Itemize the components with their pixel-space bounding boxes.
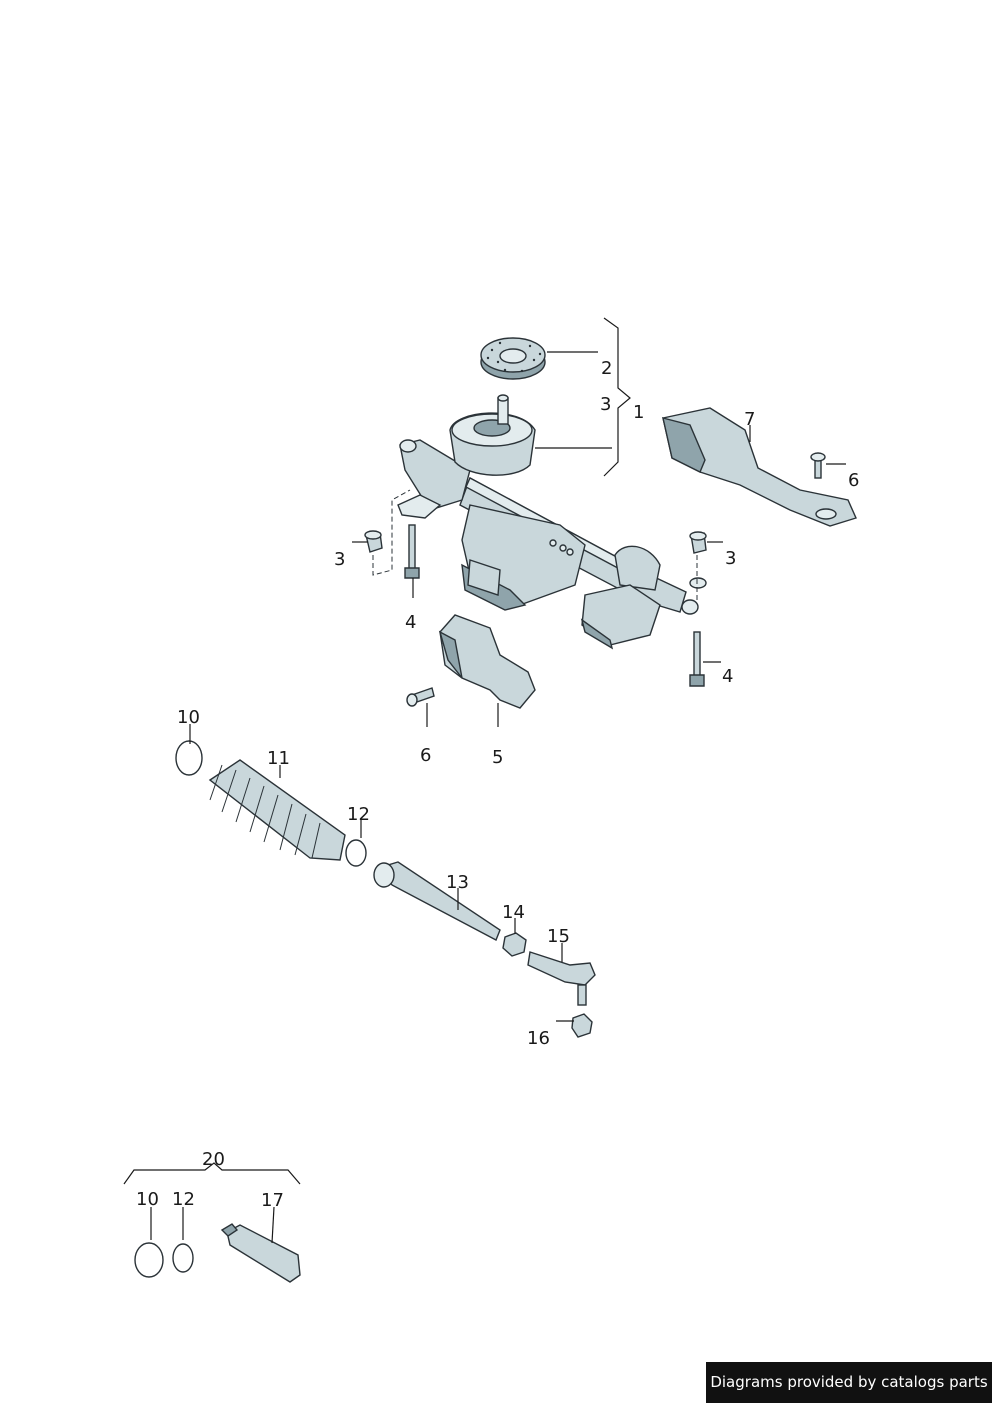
- callout-10: 10: [177, 707, 200, 728]
- callout-6-right: 6: [848, 470, 859, 491]
- diagram-credit-banner: Diagrams provided by catalogs parts: [706, 1362, 992, 1403]
- tie-rod-end: [527, 951, 596, 986]
- kit-clamp-large: [134, 1242, 164, 1278]
- callout-15: 15: [547, 926, 570, 947]
- clamp-large: [175, 740, 203, 776]
- callout-1: 1: [633, 402, 644, 423]
- callout-11: 11: [267, 748, 290, 769]
- callout-2: 2: [601, 358, 612, 379]
- callout-10-kit: 10: [136, 1189, 159, 1210]
- heat-shield-lower: [438, 614, 536, 709]
- callout-6-left: 6: [420, 745, 431, 766]
- callout-13: 13: [446, 872, 469, 893]
- repair-kit-group: [123, 1162, 301, 1283]
- lock-nut: [502, 932, 527, 957]
- callout-20: 20: [202, 1149, 225, 1170]
- heat-shield-right: [662, 407, 857, 527]
- tie-rod-group: [175, 740, 596, 1038]
- kit-clamp-small: [172, 1243, 194, 1273]
- callout-4-right: 4: [722, 666, 733, 687]
- clamp-small: [345, 839, 367, 867]
- callout-12: 12: [347, 804, 370, 825]
- leader-lines: [150, 317, 846, 1244]
- callout-4-left: 4: [405, 612, 416, 633]
- callout-3-left: 3: [334, 549, 345, 570]
- steering-boot: [208, 759, 346, 861]
- callout-7: 7: [744, 409, 755, 430]
- callouts: 2 3 1 7 6 3 3 4 4 6 5 10 11 12 13 14 15 …: [136, 358, 859, 1211]
- inner-tie-rod: [376, 861, 501, 941]
- callout-5: 5: [492, 747, 503, 768]
- callout-12-kit: 12: [172, 1189, 195, 1210]
- rubber-grommet: [480, 337, 546, 380]
- credit-text: Diagrams provided by catalogs parts: [710, 1373, 988, 1391]
- callout-16: 16: [527, 1028, 550, 1049]
- callout-17: 17: [261, 1190, 284, 1211]
- callout-14: 14: [502, 902, 525, 923]
- grease-tube: [226, 1224, 301, 1283]
- fasteners: [364, 452, 826, 707]
- callout-3-top: 3: [600, 394, 611, 415]
- steering-rack-assembly: [397, 394, 707, 650]
- callout-3-right: 3: [725, 548, 736, 569]
- self-locking-nut: [571, 1013, 593, 1038]
